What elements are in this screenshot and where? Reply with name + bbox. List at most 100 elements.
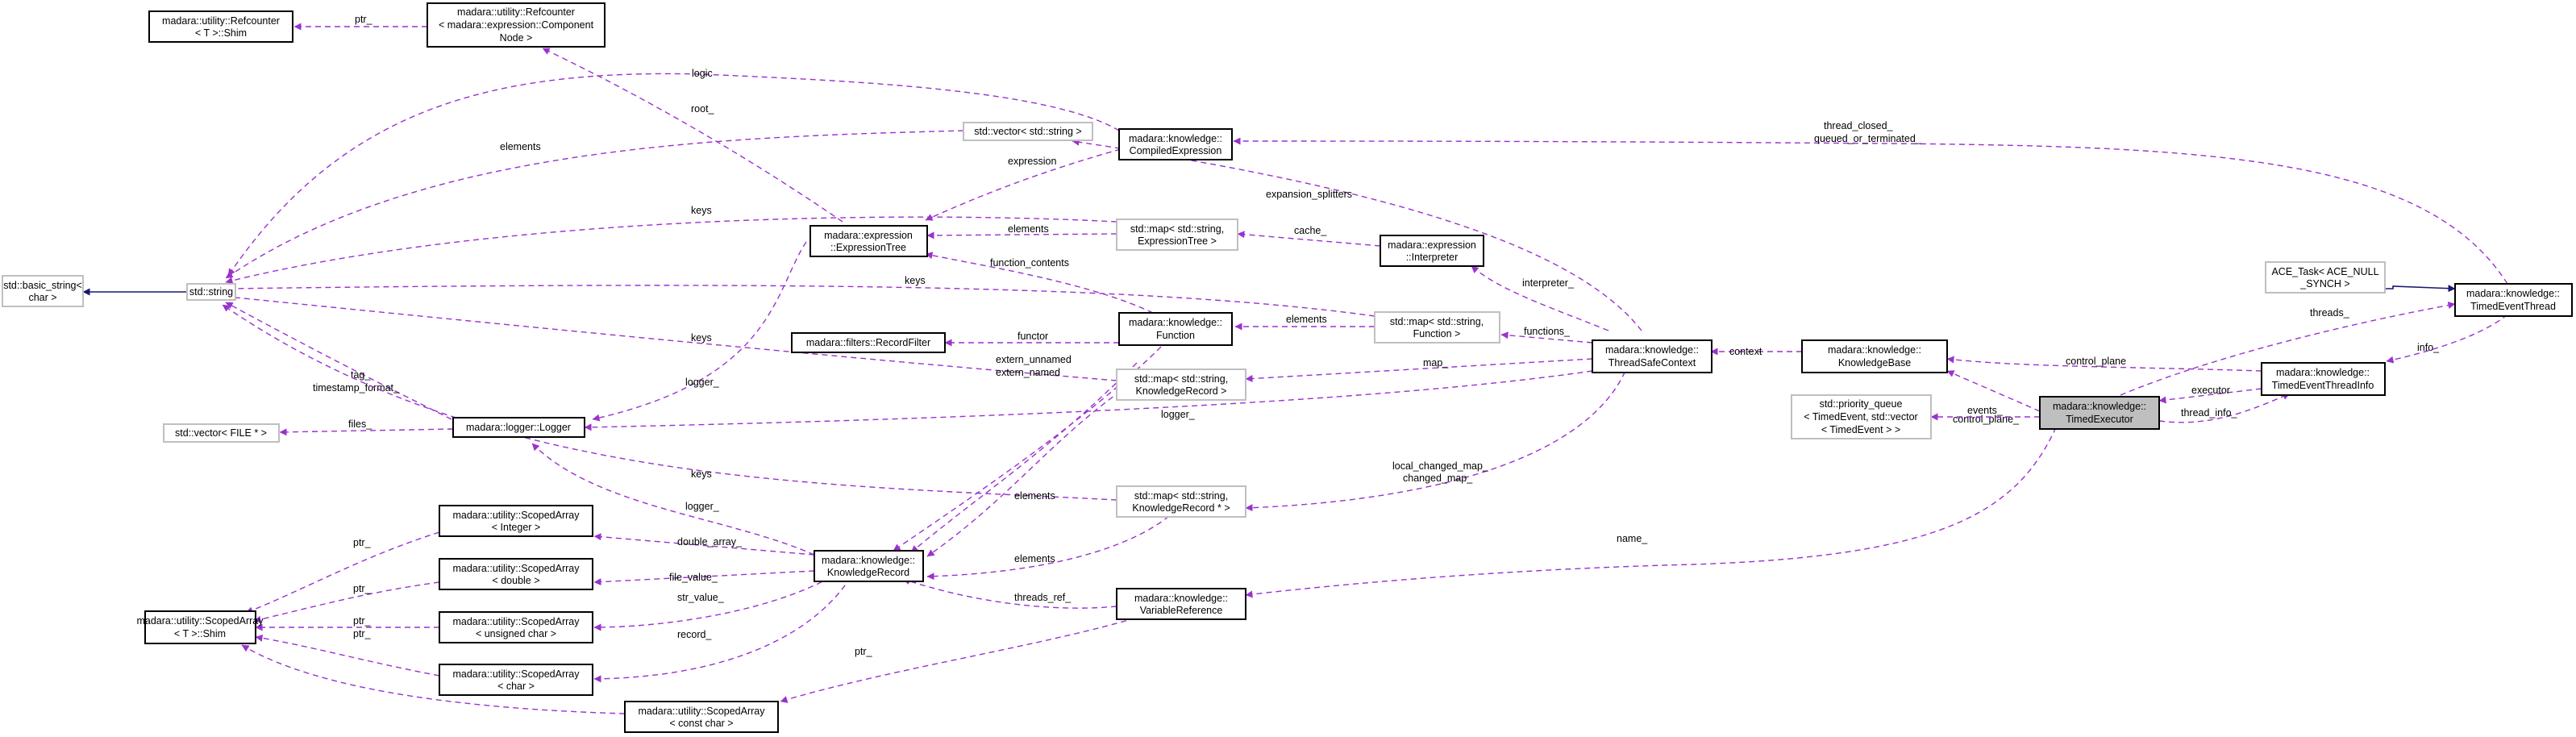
svg-text:cache_: cache_	[1294, 225, 1327, 236]
edge-files: files_	[279, 418, 454, 436]
node-interpreter[interactable]: madara::expression ::Interpreter	[1380, 235, 1484, 267]
node-scoped-char[interactable]: madara::utility::ScopedArray < char >	[439, 664, 593, 696]
edges-layer: ptr_ logic elements root_ expression exp…	[82, 14, 2508, 714]
edge-local-changed: local_changed_map_ changed_map_	[1245, 362, 1629, 512]
svg-text:madara::utility::ScopedArray: madara::utility::ScopedArray	[638, 706, 765, 717]
svg-text:KnowledgeRecord >: KnowledgeRecord >	[1136, 385, 1227, 397]
node-knowledge-base[interactable]: madara::knowledge:: KnowledgeBase	[1801, 339, 1948, 373]
edge-label: logger_	[685, 501, 720, 512]
svg-text:KnowledgeRecord * >: KnowledgeRecord * >	[1132, 502, 1230, 514]
node-label-line: < T >::Shim	[195, 27, 247, 39]
svg-text:interpreter_: interpreter_	[1522, 277, 1575, 289]
edge-extern-named: extern_unnamed extern_named	[910, 354, 1138, 553]
edge-functions: functions_	[1500, 326, 1593, 344]
node-vector-string[interactable]: std::vector< std::string >	[963, 122, 1093, 141]
node-label-line: < T >::Shim	[174, 628, 226, 639]
node-thread-safe-context[interactable]: madara::knowledge:: ThreadSafeContext	[1592, 339, 1712, 373]
node-label-line: madara::knowledge::	[822, 555, 915, 566]
svg-text:info_: info_	[2417, 342, 2440, 353]
edge-context: context	[1710, 346, 1802, 357]
svg-text:functions_: functions_	[1524, 326, 1571, 337]
edge-label: ptr_	[353, 615, 372, 627]
edge-label: keys	[691, 332, 712, 344]
svg-text:madara::filters::RecordFilter: madara::filters::RecordFilter	[806, 337, 930, 348]
node-knowledge-record[interactable]: madara::knowledge:: KnowledgeRecord	[814, 550, 924, 582]
node-scoped-integer[interactable]: madara::utility::ScopedArray < Integer >	[439, 505, 593, 537]
edge-label: local_changed_map_	[1392, 460, 1489, 472]
node-function[interactable]: madara::knowledge:: Function	[1118, 312, 1233, 346]
node-basic-string[interactable]: std::basic_string< char >	[2, 275, 84, 307]
svg-text:std::map< std::string,: std::map< std::string,	[1390, 316, 1484, 327]
node-scoped-double[interactable]: madara::utility::ScopedArray < double >	[439, 558, 593, 590]
node-label-line: std::priority_queue	[1820, 398, 1903, 410]
edge-double-array: file_value_	[593, 570, 815, 586]
node-map-record-ptr[interactable]: std::map< std::string, KnowledgeRecord *…	[1116, 485, 1246, 518]
node-variable-reference[interactable]: madara::knowledge:: VariableReference	[1116, 588, 1246, 620]
svg-text:madara::utility::ScopedArray: madara::utility::ScopedArray	[452, 563, 580, 574]
edge-label: ptr_	[355, 14, 373, 25]
edge-label: ptr_	[353, 537, 372, 548]
node-timed-event-thread-info[interactable]: madara::knowledge:: TimedEventThreadInfo	[2261, 362, 2386, 396]
node-timed-event-thread[interactable]: madara::knowledge:: TimedEventThread	[2454, 283, 2573, 317]
edge-label: elements	[1286, 314, 1327, 325]
node-scoped-const-char[interactable]: madara::utility::ScopedArray < const cha…	[624, 701, 779, 733]
edge-tag: tag_ timestamp_format_	[225, 302, 452, 420]
edge-keys-mid: keys	[225, 275, 1375, 317]
node-label-line: madara::expression	[1388, 239, 1476, 251]
node-label-line: ::Interpreter	[1406, 252, 1459, 263]
node-label-line: madara::utility::ScopedArray	[452, 616, 580, 627]
svg-text:ptr_: ptr_	[353, 628, 372, 639]
node-record-filter[interactable]: madara::filters::RecordFilter	[791, 332, 946, 353]
svg-text:expansion_splitters: expansion_splitters	[1266, 189, 1352, 200]
node-label-line: madara::knowledge::	[1605, 344, 1699, 356]
node-scoped-uchar[interactable]: madara::utility::ScopedArray < unsigned …	[439, 611, 593, 643]
svg-text:< T >::Shim: < T >::Shim	[174, 628, 226, 639]
node-map-function[interactable]: std::map< std::string, Function >	[1374, 311, 1500, 344]
edge-refcounter-ptr: ptr_	[293, 14, 427, 31]
node-compiled-expression[interactable]: madara::knowledge:: CompiledExpression	[1118, 128, 1233, 160]
node-map-expression-tree[interactable]: std::map< std::string, ExpressionTree >	[1116, 219, 1238, 251]
node-label-line: madara::knowledge::	[1134, 593, 1228, 604]
node-timed-executor[interactable]: madara::knowledge:: TimedExecutor	[2039, 396, 2160, 430]
node-priority-queue[interactable]: std::priority_queue < TimedEvent, std::v…	[1791, 394, 1932, 439]
node-logger[interactable]: madara::logger::Logger	[452, 417, 585, 438]
node-map-record[interactable]: std::map< std::string, KnowledgeRecord >	[1116, 368, 1246, 401]
svg-text:context: context	[1729, 346, 1762, 357]
node-ace-task[interactable]: ACE_Task< ACE_NULL _SYNCH >	[2265, 261, 2386, 294]
svg-text:std::map< std::string,: std::map< std::string,	[1130, 223, 1224, 235]
edge-label: queued_or_terminated_	[1814, 133, 1922, 144]
node-label-line: TimedExecutor	[2066, 414, 2133, 425]
edge-root: root_	[542, 48, 843, 223]
svg-text:madara::knowledge::: madara::knowledge::	[1605, 344, 1699, 356]
node-expression-tree[interactable]: madara::expression ::ExpressionTree	[809, 225, 928, 257]
edge-scoped-const-ptr	[241, 644, 626, 714]
node-refcounter-shim[interactable]: madara::utility::Refcounter < T >::Shim	[148, 10, 293, 43]
edge-label: elements	[500, 141, 541, 152]
node-refcounter-component[interactable]: madara::utility::Refcounter < madara::ex…	[427, 2, 606, 48]
svg-text:function_contents: function_contents	[990, 257, 1069, 269]
node-label-line: madara::knowledge::	[1129, 133, 1222, 144]
svg-text:threads_: threads_	[2310, 307, 2350, 319]
node-string[interactable]: std::string	[186, 283, 236, 301]
edge-inh-ace-task	[2385, 285, 2456, 293]
node-vector-file[interactable]: std::vector< FILE * >	[163, 423, 280, 443]
svg-text:logic: logic	[692, 68, 713, 79]
edge-keys-top: keys	[225, 205, 1117, 285]
node-label-line: TimedEventThreadInfo	[2272, 380, 2374, 391]
svg-text:extern_named: extern_named	[996, 367, 1060, 378]
node-scoped-shim[interactable]: madara::utility::ScopedArray < T >::Shim	[136, 610, 264, 644]
edge-keys-lower: keys	[227, 294, 1117, 381]
svg-text:changed_map_: changed_map_	[1403, 473, 1473, 484]
node-label-line: madara::logger::Logger	[466, 422, 571, 433]
svg-text:KnowledgeBase: KnowledgeBase	[1838, 357, 1911, 368]
node-label-line: madara::knowledge::	[1828, 344, 1921, 356]
svg-text:< Integer >: < Integer >	[492, 522, 540, 533]
svg-text:std::vector< std::string >: std::vector< std::string >	[974, 126, 1081, 137]
node-label-line: std::map< std::string,	[1390, 316, 1484, 327]
node-label-line: madara::utility::ScopedArray	[136, 615, 264, 627]
svg-text:keys: keys	[691, 205, 712, 216]
edge-executor: executor	[2158, 385, 2262, 404]
edge-label: str_value_	[677, 592, 725, 603]
node-label-line: madara::knowledge::	[2053, 401, 2146, 412]
